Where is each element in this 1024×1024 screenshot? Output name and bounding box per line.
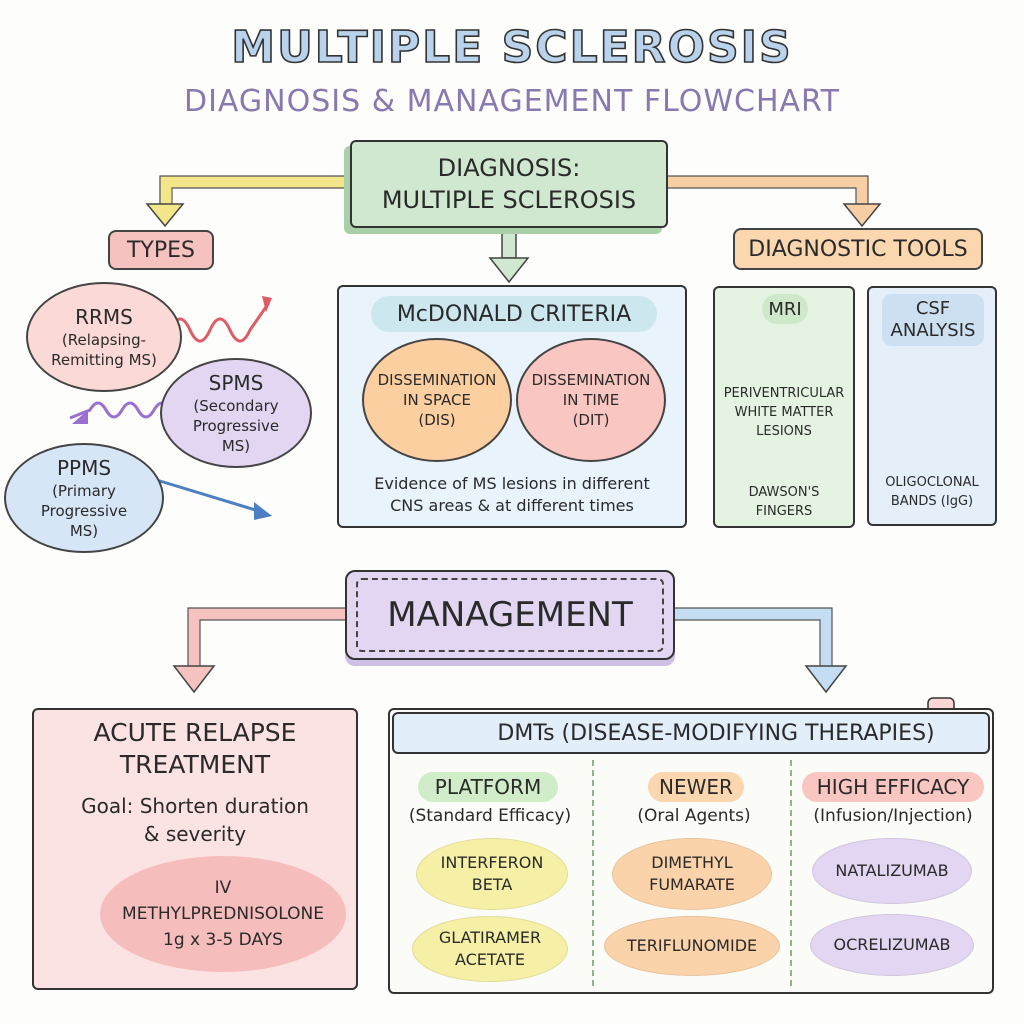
- ppms-desc-3: MS): [69, 522, 99, 540]
- high-efficacy-label: HIGH EFFICACY: [802, 772, 984, 802]
- arrowhead-types: [145, 203, 185, 228]
- management-box: [345, 570, 675, 660]
- mcdonald-text-1: Evidence of MS lesions in different: [374, 474, 650, 493]
- page-subtitle: DIAGNOSIS & MANAGEMENT FLOWCHART: [183, 84, 841, 119]
- arrowhead-tools: [842, 203, 882, 228]
- acute-g1: Goal: Shorten duration: [81, 794, 309, 818]
- dmt-header: DMTs (DISEASE-MODIFYING THERAPIES): [392, 712, 990, 754]
- arrow-to-types: [159, 176, 350, 206]
- acute-g2: & severity: [143, 822, 247, 846]
- iv-line1: IV: [214, 878, 232, 898]
- column-divider: [790, 760, 792, 986]
- ppms-node: PPMS (Primary Progressive MS): [4, 443, 164, 553]
- dawsons-fingers-text: DAWSON'S FINGERS: [715, 482, 853, 522]
- drug-teriflunomide: TERIFLUNOMIDE: [604, 916, 780, 976]
- glat-l2: ACETATE: [454, 950, 526, 969]
- rrms-abbr: RRMS: [75, 305, 133, 329]
- glat-l1: GLATIRAMER: [438, 928, 542, 947]
- mri-l2: WHITE MATTER: [734, 404, 834, 420]
- column-divider: [592, 760, 594, 986]
- acute-goal-text: Goal: Shorten duration & severity: [40, 792, 350, 848]
- types-label: TYPES: [108, 230, 214, 270]
- platform-subtitle: (Standard Efficacy): [408, 806, 572, 826]
- diagnosis-line2: MULTIPLE SCLEROSIS: [381, 186, 637, 214]
- management-title: MANAGEMENT: [356, 578, 664, 652]
- csf-b2: BANDS (IgG): [890, 494, 974, 509]
- drug-natalizumab: NATALIZUMAB: [812, 838, 972, 904]
- rrms-desc-2: Remitting MS): [51, 351, 157, 369]
- newer-label: NEWER: [648, 772, 744, 802]
- dit-line2: IN TIME: [562, 391, 620, 409]
- mri-l3: LESIONS: [756, 423, 812, 439]
- mri-lesions-text: PERIVENTRICULAR WHITE MATTER LESIONS: [715, 382, 853, 442]
- dit-line1: DISSEMINATION: [531, 371, 651, 389]
- ppms-desc-1: (Primary: [52, 482, 116, 500]
- drug-ocrelizumab: OCRELIZUMAB: [810, 914, 974, 976]
- iv-line2: METHYLPREDNISOLONE: [122, 904, 324, 924]
- ppms-desc-2: Progressive: [40, 502, 128, 520]
- page-title: MULTIPLE SCLEROSIS: [230, 21, 793, 74]
- iv-line3: 1g x 3-5 DAYS: [163, 930, 283, 950]
- arrow-to-mcdonald: [501, 227, 517, 259]
- dit-line3: (DIT): [572, 411, 610, 429]
- dis-line2: IN SPACE: [403, 391, 471, 409]
- ifn-l2: BETA: [471, 875, 513, 894]
- mri-d2: FINGERS: [755, 504, 813, 519]
- arrowhead-dmt: [804, 665, 848, 694]
- high-efficacy-subtitle: (Infusion/Injection): [813, 806, 973, 826]
- rrms-node: RRMS (Relapsing- Remitting MS): [26, 282, 182, 392]
- drug-interferon-beta: INTERFERON BETA: [416, 838, 568, 910]
- diagnosis-box: DIAGNOSIS: MULTIPLE SCLEROSIS: [350, 140, 668, 228]
- acute-t2: TREATMENT: [119, 750, 271, 779]
- dis-line1: DISSEMINATION: [377, 371, 497, 389]
- platform-label: PLATFORM: [418, 772, 558, 802]
- mri-d1: DAWSON'S: [748, 485, 820, 500]
- csf-b1: OLIGOCLONAL: [885, 475, 979, 490]
- rrms-course-arrow: [168, 303, 270, 343]
- dmf-l1: DIMETHYL: [651, 853, 733, 872]
- arrow-to-tools: [668, 176, 868, 206]
- newer-subtitle: (Oral Agents): [637, 806, 751, 826]
- spms-node: SPMS (Secondary Progressive MS): [160, 358, 312, 468]
- mri-title: MRI: [762, 294, 808, 324]
- csf-t2: ANALYSIS: [890, 320, 976, 341]
- arrow-to-dmt: [675, 608, 832, 668]
- dmf-l2: FUMARATE: [649, 875, 735, 894]
- mcdonald-title: McDONALD CRITERIA: [371, 296, 657, 332]
- rrms-desc-1: (Relapsing-: [61, 331, 147, 349]
- spms-desc-2: Progressive: [192, 417, 280, 435]
- dmt-header-text: DMTs (DISEASE-MODIFYING THERAPIES): [497, 720, 935, 746]
- dis-line3: (DIS): [418, 411, 456, 429]
- dissemination-space-node: DISSEMINATION IN SPACE (DIS): [362, 338, 512, 462]
- ppms-course-arrow: [149, 476, 263, 514]
- diagnostic-tools-label: DIAGNOSTIC TOOLS: [733, 228, 983, 270]
- ppms-abbr: PPMS: [56, 456, 112, 480]
- spms-desc-3: MS): [221, 437, 251, 455]
- drug-glatiramer-acetate: GLATIRAMER ACETATE: [412, 916, 568, 982]
- acute-relapse-title: ACUTE RELAPSE TREATMENT: [40, 716, 350, 782]
- drug-dimethyl-fumarate: DIMETHYL FUMARATE: [612, 838, 772, 910]
- mri-box: [713, 286, 855, 528]
- dissemination-time-node: DISSEMINATION IN TIME (DIT): [516, 338, 666, 462]
- ifn-l1: INTERFERON: [440, 853, 544, 872]
- csf-title: CSF ANALYSIS: [882, 294, 984, 346]
- mcdonald-description: Evidence of MS lesions in different CNS …: [352, 470, 672, 520]
- mcdonald-text-2: CNS areas & at different times: [390, 496, 634, 515]
- oligoclonal-bands-text: OLIGOCLONAL BANDS (IgG): [869, 470, 995, 514]
- spms-abbr: SPMS: [208, 371, 264, 395]
- iv-methylprednisolone-node: IV METHYLPREDNISOLONE 1g x 3-5 DAYS: [100, 856, 346, 972]
- diagnosis-line1: DIAGNOSIS:: [437, 154, 581, 182]
- mri-l1: PERIVENTRICULAR: [723, 385, 845, 401]
- acute-t1: ACUTE RELAPSE: [93, 718, 297, 747]
- arrowhead-acute: [172, 665, 216, 694]
- csf-t1: CSF: [915, 298, 951, 319]
- spms-desc-1: (Secondary: [193, 397, 279, 415]
- spms-course-arrow: [69, 401, 172, 420]
- arrow-to-acute: [188, 608, 345, 668]
